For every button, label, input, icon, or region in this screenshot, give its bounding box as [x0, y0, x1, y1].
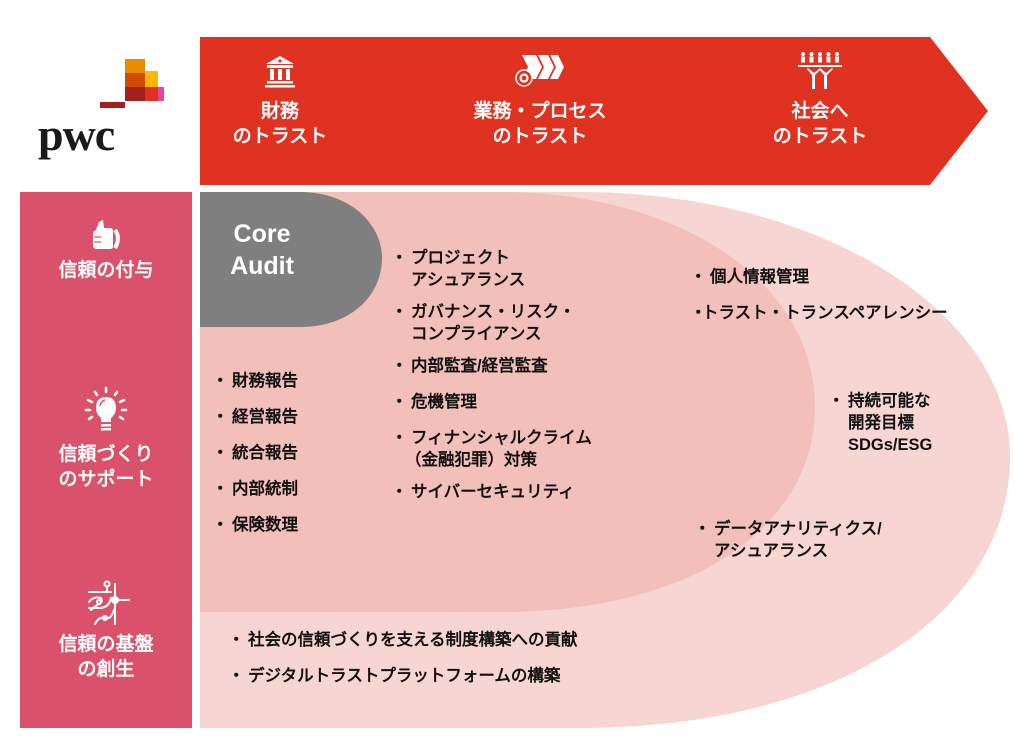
- list-item-line2: コンプライアンス: [411, 325, 542, 343]
- foundation-list: 社会の信頼づくりを支える制度構築への貢献 デジタルトラストプラットフォームの構築: [228, 629, 578, 687]
- level-label-line1: 信頼の付与: [58, 260, 154, 281]
- list-item: 内部統制: [212, 478, 298, 500]
- process-trust-list: プロジェクト アシュアランス ガバナンス・リスク・ コンプライアンス 内部監査/…: [391, 247, 592, 503]
- header-label-line1: 業務・プロセス: [473, 101, 607, 122]
- header-item-process-trust: 業務・プロセス のトラスト: [450, 37, 630, 185]
- level-label-line2: のサポート: [58, 469, 154, 490]
- society-trust-list: 個人情報管理 トラスト・トランスペアレンシー: [690, 266, 948, 324]
- list-item: データアナリティクス/ アシュアランス: [694, 518, 882, 562]
- list-item: 統合報告: [212, 442, 298, 464]
- list-item-line1: ガバナンス・リスク・: [411, 303, 576, 321]
- list-item: トラスト・トランスペアレンシー: [690, 302, 948, 324]
- list-item: プロジェクト アシュアランス: [391, 247, 592, 291]
- bank-building-icon: [265, 56, 295, 88]
- header-label-line1: 社会へ: [791, 101, 849, 122]
- core-audit-list: 財務報告 経営報告 統合報告 内部統制 保険数理: [212, 370, 298, 536]
- pwc-logo-mark-icon: [100, 59, 164, 108]
- trust-map-content: Core Audit 財務報告 経営報告 統合報告 内部統制 保険数理 プロジェ…: [200, 192, 1015, 728]
- pwc-wordmark: pwc: [38, 109, 115, 160]
- arrow-banner-shape: [200, 37, 988, 185]
- list-item: 経営報告: [212, 406, 298, 428]
- list-item: 持続可能な 開発目標 SDGs/ESG: [828, 390, 932, 456]
- list-item: デジタルトラストプラットフォームの構築: [228, 665, 578, 687]
- list-item: 個人情報管理: [690, 266, 948, 288]
- list-item: 内部監査/経営監査: [391, 355, 592, 377]
- list-item-line2: （金融犯罪）対策: [405, 451, 537, 469]
- header-label-line1: 財務: [260, 101, 299, 122]
- list-item: 社会の信頼づくりを支える制度構築への貢献: [228, 629, 578, 651]
- pwc-logo: pwc: [30, 50, 180, 170]
- data-analytics-item-list: データアナリティクス/ アシュアランス: [694, 518, 882, 562]
- list-item-line1: フィナンシャルクライム: [411, 429, 592, 447]
- list-item-line2: 開発目標: [848, 414, 914, 432]
- core-audit-shape: [200, 192, 382, 327]
- list-item-line2: アシュアランス: [714, 542, 829, 560]
- people-supporting-society-icon: [798, 52, 842, 89]
- header-label-line2: のトラスト: [232, 126, 328, 147]
- circuit-network-icon: [88, 580, 130, 625]
- level-support-trust: 信頼づくり のサポート: [20, 386, 192, 492]
- thumbs-up-icon: [93, 220, 120, 250]
- header-label-line2: のトラスト: [492, 126, 588, 147]
- list-item: 保険数理: [212, 514, 298, 536]
- level-create-trust-foundation: 信頼の基盤 の創生: [20, 580, 192, 682]
- list-item-line3: SDGs/ESG: [848, 436, 933, 454]
- level-grant-trust: 信頼の付与: [20, 218, 192, 283]
- header-label-line2: のトラスト: [772, 126, 868, 147]
- list-item-line2: アシュアランス: [411, 271, 526, 289]
- process-chevrons-gear-icon: [515, 55, 564, 87]
- core-audit-line1: Core: [233, 220, 291, 248]
- trust-header-arrow: 財務 のトラスト 業務・プロセス のトラスト: [200, 37, 990, 185]
- header-item-society-trust: 社会へ のトラスト: [745, 37, 895, 185]
- list-item: ガバナンス・リスク・ コンプライアンス: [391, 301, 592, 345]
- list-item-line1: 持続可能な: [848, 392, 931, 410]
- core-audit-title: Core Audit: [200, 218, 324, 282]
- sdgs-item-list: 持続可能な 開発目標 SDGs/ESG: [828, 390, 932, 456]
- list-item-line1: プロジェクト: [411, 249, 510, 267]
- list-item: 財務報告: [212, 370, 298, 392]
- level-label-line1: 信頼づくり: [58, 444, 154, 465]
- level-label-line2: の創生: [77, 659, 135, 680]
- core-audit-line2: Audit: [230, 252, 294, 280]
- header-item-financial-trust: 財務 のトラスト: [200, 37, 360, 185]
- list-item: フィナンシャルクライム （金融犯罪）対策: [391, 427, 592, 471]
- lightbulb-icon: [84, 386, 128, 431]
- list-item: 危機管理: [391, 391, 592, 413]
- list-item: サイバーセキュリティ: [391, 481, 592, 503]
- trust-levels-column: 信頼の付与 信頼づくり のサポート: [20, 192, 192, 728]
- level-label-line1: 信頼の基盤: [58, 634, 154, 655]
- list-item-line1: データアナリティクス/: [714, 520, 882, 538]
